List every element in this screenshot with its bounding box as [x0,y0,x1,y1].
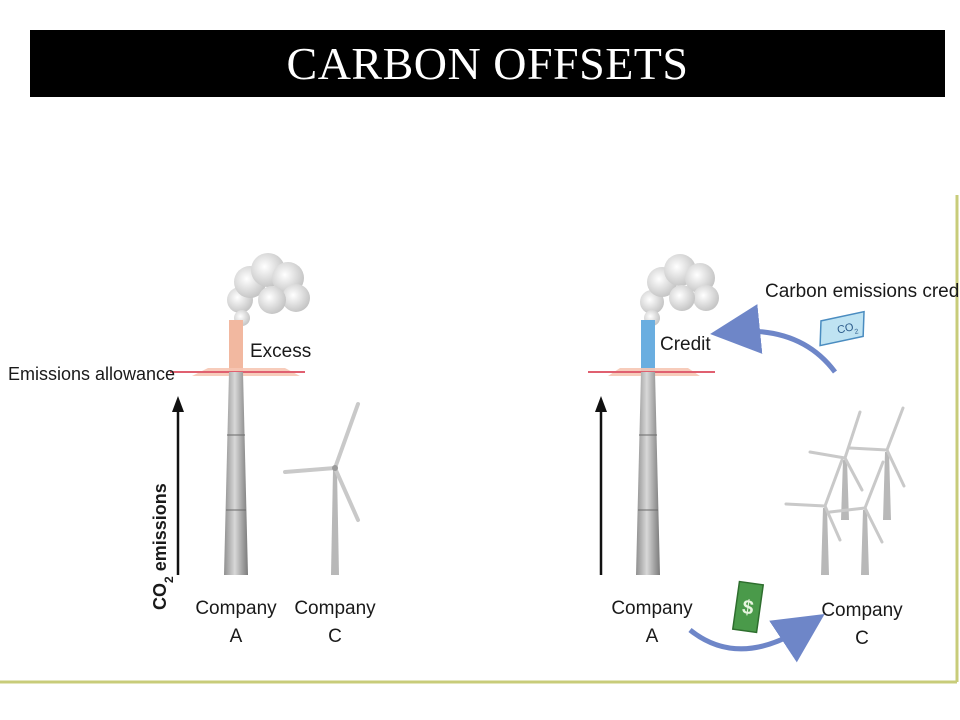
co2-axis-label: CO2 emissions [150,483,176,610]
carbon-offset-diagram: Excess Emissions allowance CO2 emissions… [0,190,960,690]
svg-text:CO2: CO2 [836,321,859,339]
payment-flow-arrow [688,613,825,663]
svg-text:$: $ [741,596,755,619]
title-bar: CARBON OFFSETS [30,30,945,97]
company-a-label-left: Company [195,598,277,619]
smoke-cloud-icon [227,253,310,326]
diagram-svg: Excess Emissions allowance CO2 emissions… [0,195,960,684]
co2-ticket-icon: CO2 [819,310,865,347]
carbon-credit-label: Carbon emissions credit [765,281,960,302]
wind-turbine-icon [283,402,360,575]
company-c-letter-right: C [855,628,869,649]
credit-flow-arrow [710,304,838,374]
emissions-allowance-label: Emissions allowance [8,364,175,384]
wind-farm-icon [784,406,906,575]
left-panel: Excess Emissions allowance CO2 emissions… [8,253,376,647]
company-a-letter-left: A [230,626,243,647]
dollar-bill-icon: $ [731,580,765,634]
company-c-label-left: Company [294,598,376,619]
company-c-label-right: Company [821,600,903,621]
company-a-letter-right: A [646,626,659,647]
smokestack-a-right [636,372,660,575]
credit-segment [641,320,655,372]
smokestack-a [224,372,248,575]
right-panel: Credit Carbon emissions credit CO2 [588,254,960,663]
smoke-cloud-icon [640,254,719,326]
excess-label: Excess [250,341,311,362]
company-a-label-right: Company [611,598,693,619]
company-c-letter-left: C [328,626,342,647]
excess-segment [229,320,243,372]
credit-label: Credit [660,334,711,355]
page-title: CARBON OFFSETS [286,38,689,89]
